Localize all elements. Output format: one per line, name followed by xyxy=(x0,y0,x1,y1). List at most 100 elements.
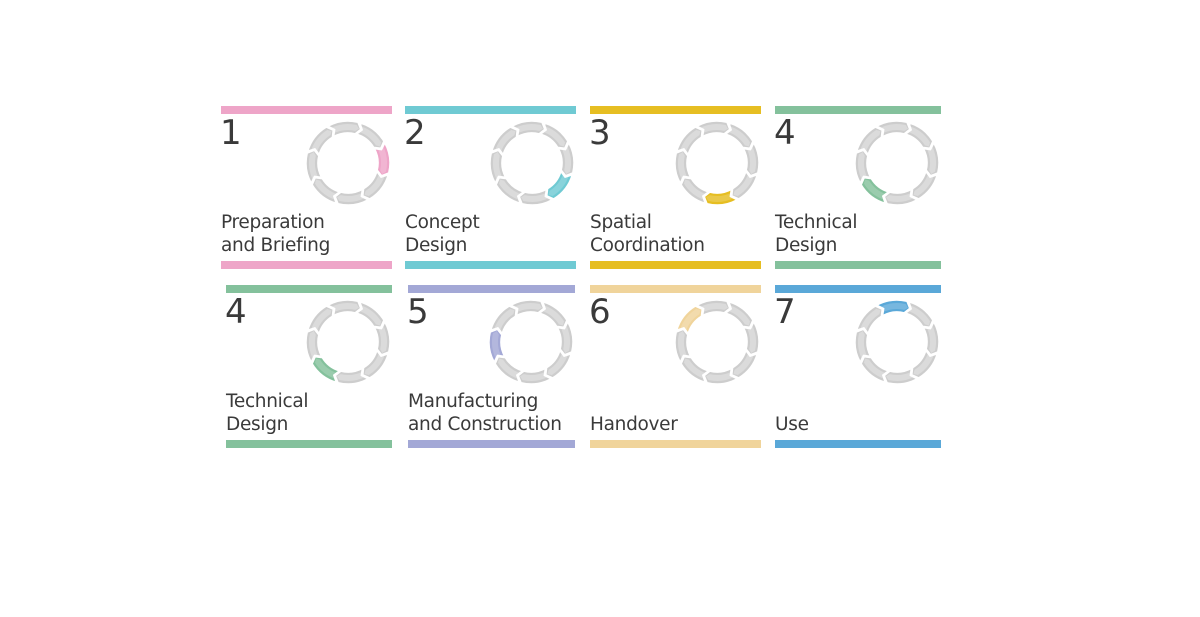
stage-color-bar-top xyxy=(775,106,941,114)
ring-segment xyxy=(875,120,911,138)
stage-color-bar-top xyxy=(775,285,941,293)
ring-segment xyxy=(860,355,890,384)
ring-segment-highlight xyxy=(727,304,750,326)
ring-segment-highlight xyxy=(377,145,387,175)
ring-segment-highlight xyxy=(858,330,868,360)
stage-title-line: Technical xyxy=(226,391,309,412)
stage-cycle-ring-icon xyxy=(488,299,574,385)
ring-segment-highlight xyxy=(699,124,729,134)
ring-segment-highlight xyxy=(679,309,701,332)
stage-number: 7 xyxy=(774,292,796,332)
stage-color-bar-top xyxy=(405,106,576,114)
ring-segment xyxy=(326,299,362,317)
ring-segment-highlight xyxy=(315,358,338,380)
stage-title-line: and Construction xyxy=(408,414,562,435)
ring-segment-highlight xyxy=(678,151,688,181)
ring-segment-highlight xyxy=(330,124,360,134)
ring-segment-highlight xyxy=(514,124,544,134)
ring-segment xyxy=(326,120,362,138)
ring-segment xyxy=(695,120,731,138)
ring-segment xyxy=(855,305,884,335)
stage-cycle-ring-icon xyxy=(674,299,760,385)
ring-segment-highlight xyxy=(733,352,755,375)
ring-segment-highlight xyxy=(678,330,688,360)
stage-title-line: Design xyxy=(405,235,468,256)
ring-segment-highlight xyxy=(560,324,570,354)
ring-segment xyxy=(742,320,760,356)
stage-color-bar-bottom xyxy=(590,440,761,448)
stage-title: Use xyxy=(775,413,809,436)
ring-segment xyxy=(489,149,507,185)
stage-color-bar-top xyxy=(221,106,392,114)
ring-segment xyxy=(361,349,390,379)
ring-segment-highlight xyxy=(907,125,930,147)
ring-segment-highlight xyxy=(377,324,387,354)
ring-segment-active xyxy=(373,141,391,177)
ring-segment-highlight xyxy=(520,192,550,202)
ring-segment xyxy=(538,300,568,329)
ring-segment xyxy=(674,328,692,364)
ring-segment xyxy=(883,188,919,206)
ring-segment-highlight xyxy=(336,192,366,202)
stage-number: 4 xyxy=(774,113,796,153)
stage-color-bar-bottom xyxy=(221,261,392,269)
stage-title-line: Design xyxy=(775,235,838,256)
ring-segment-highlight xyxy=(309,151,319,181)
ring-segment xyxy=(306,305,335,335)
ring-segment-highlight xyxy=(705,371,735,381)
stage-number: 4 xyxy=(225,292,247,332)
ring-segment xyxy=(910,349,939,379)
ring-segment-highlight xyxy=(705,192,735,202)
ring-segment xyxy=(490,126,519,156)
stage-title-line: Coordination xyxy=(590,235,705,256)
ring-segment-highlight xyxy=(926,324,936,354)
ring-segment-highlight xyxy=(684,358,707,380)
ring-segment-highlight xyxy=(699,303,729,313)
stage-number: 5 xyxy=(407,292,429,332)
stage-title-line: Spatial xyxy=(590,212,652,233)
ring-segment xyxy=(680,176,710,205)
stage-cycle-ring-icon xyxy=(854,120,940,206)
ring-segment-active xyxy=(703,188,739,206)
ring-segment-highlight xyxy=(684,179,707,201)
ring-segment-highlight xyxy=(864,358,887,380)
ring-segment-highlight xyxy=(358,304,381,326)
ring-segment-highlight xyxy=(493,309,515,332)
ring-segment-highlight xyxy=(498,358,521,380)
ring-segment-highlight xyxy=(746,324,756,354)
ring-segment xyxy=(910,170,939,200)
ring-segment xyxy=(489,305,518,335)
ring-segment xyxy=(855,126,884,156)
stage-color-bar-top xyxy=(590,285,761,293)
ring-segment-highlight xyxy=(310,130,332,153)
ring-segment xyxy=(334,188,370,206)
stage-number: 1 xyxy=(220,113,242,153)
ring-segment-highlight xyxy=(727,125,750,147)
ring-segment-highlight xyxy=(859,309,881,332)
ring-segment-highlight xyxy=(679,130,701,153)
ring-segment xyxy=(518,188,554,206)
ring-segment xyxy=(373,320,391,356)
stage-color-bar-top xyxy=(590,106,761,114)
ring-segment xyxy=(510,120,546,138)
ring-segment xyxy=(674,149,692,185)
ring-segment-highlight xyxy=(864,179,887,201)
ring-segment-active xyxy=(488,328,506,364)
ring-segment xyxy=(883,367,919,385)
ring-segment xyxy=(494,355,524,384)
ring-segment xyxy=(730,170,759,200)
ring-segment xyxy=(703,367,739,385)
ring-segment-highlight xyxy=(330,303,360,313)
stage-cycle-ring-icon xyxy=(305,120,391,206)
ring-segment xyxy=(311,176,341,205)
stage-title-line: and Briefing xyxy=(221,235,331,256)
ring-segment-highlight xyxy=(519,371,549,381)
stage-cycle-ring-icon xyxy=(854,299,940,385)
ring-segment xyxy=(742,141,760,177)
ring-segment xyxy=(904,121,934,150)
ring-segment-highlight xyxy=(315,179,338,201)
